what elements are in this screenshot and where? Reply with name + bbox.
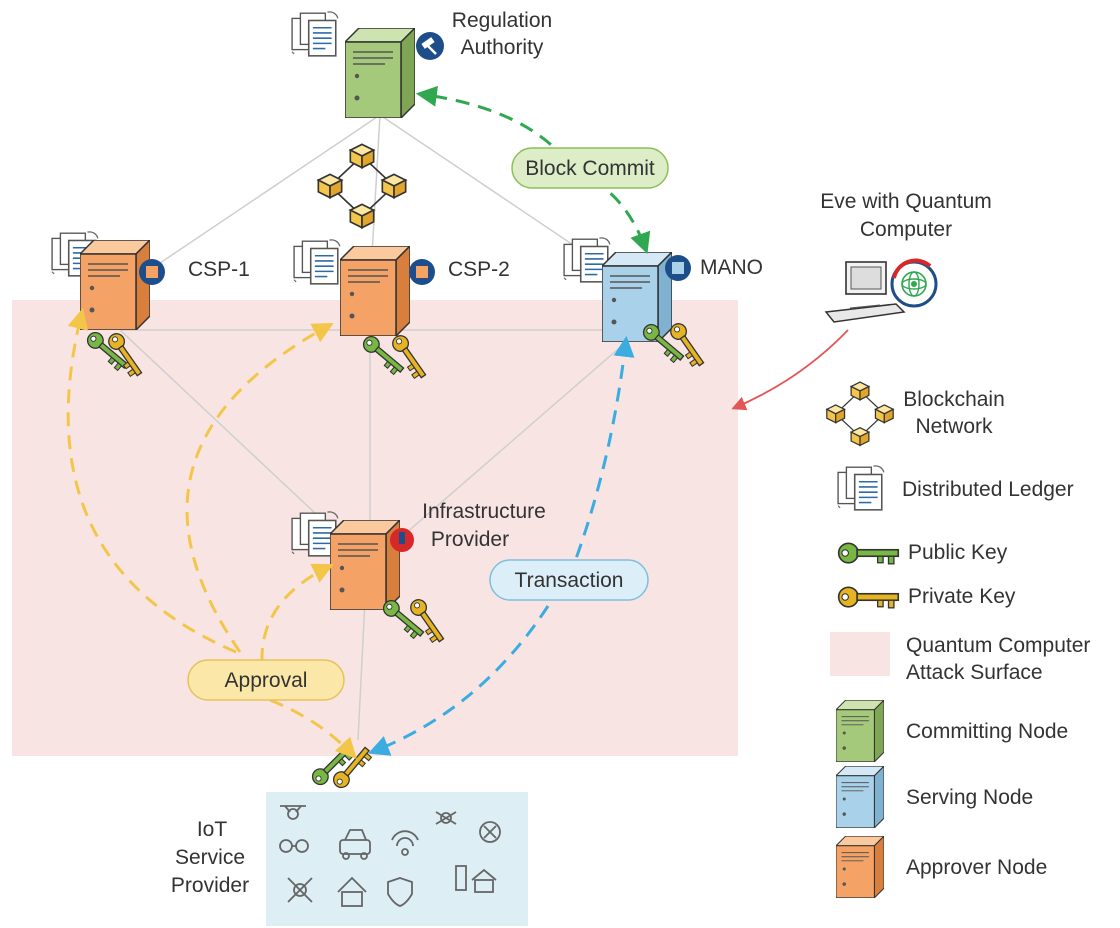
distributed-ledger-icon: [291, 11, 339, 57]
legend-private-key-icon: [837, 586, 900, 609]
infrastructure-provider-label-line1: Infrastructure: [422, 500, 546, 523]
legend-approver-node-label: Approver Node: [906, 856, 1047, 879]
infra-badge-icon: [390, 528, 414, 552]
iot-service-provider-label-line1: IoT: [197, 818, 228, 841]
shield-icon: [387, 877, 413, 907]
eve-quantum-computer-icon: [824, 258, 938, 323]
regulation-authority-label-line2: Authority: [461, 36, 544, 59]
approval-text: Approval: [225, 669, 308, 692]
iot-service-provider-label-line3: Provider: [171, 874, 249, 897]
legend-distributed-ledger-icon: [837, 465, 885, 511]
mano-badge-icon: [665, 255, 691, 281]
legend-approver-node-icon: [836, 836, 884, 898]
distributed-ledger-icon: [293, 239, 341, 285]
approval-label: Approval: [187, 659, 345, 701]
legend-private-key-label: Private Key: [908, 585, 1016, 608]
brain-icon: [479, 821, 501, 843]
iot-service-provider-label-line2: Service: [175, 846, 245, 869]
approval-arrow-to-iot: [269, 698, 357, 760]
car-icon: [339, 829, 371, 860]
legend-committing-node-icon: [836, 700, 884, 762]
sensor-icon: [435, 811, 457, 825]
legend-public-key-label: Public Key: [908, 541, 1008, 564]
legend-attack-surface-line1: Quantum Computer: [906, 634, 1090, 657]
approval-arrow-to-infra: [260, 563, 334, 663]
approval-arrow-to-csp2: [185, 322, 334, 653]
legend-blockchain-network-icon: [827, 382, 893, 445]
regulation-authority-server: [345, 28, 415, 118]
block-commit-text: Block Commit: [525, 157, 655, 180]
quantum-attack-arrow: [731, 329, 849, 411]
legend-attack-surface-swatch: [830, 632, 890, 676]
drone-icon: [280, 805, 306, 820]
approval-arrow-to-csp1: [66, 307, 237, 654]
eve-label-line2: Computer: [860, 218, 952, 241]
block-commit-arrow-to-mano: [591, 178, 651, 254]
csp1-server: [80, 240, 150, 330]
glasses-icon: [279, 839, 309, 853]
legend-blockchain-network-line1: Blockchain: [903, 388, 1005, 411]
gavel-icon: [416, 32, 444, 60]
eve-label-line1: Eve with Quantum: [820, 190, 992, 213]
mano-server: [602, 252, 672, 342]
infrastructure-provider-label-line2: Provider: [431, 528, 509, 551]
mano-label: MANO: [700, 256, 763, 279]
block-commit-label: Block Commit: [511, 147, 669, 189]
legend-serving-node-icon: [836, 766, 884, 828]
blockchain-network-icon: [318, 144, 405, 227]
csp1-label: CSP-1: [188, 258, 250, 281]
legend-public-key-icon: [837, 542, 900, 565]
legend-committing-node-label: Committing Node: [906, 720, 1068, 743]
network-node-icon: [287, 877, 313, 903]
transaction-label: Transaction: [489, 559, 649, 601]
csp2-server: [340, 246, 410, 336]
csp1-badge-icon: [139, 259, 165, 285]
iot-device-panel: [266, 792, 528, 926]
csp2-label: CSP-2: [448, 258, 510, 281]
transaction-arrow-to-iot: [368, 605, 550, 756]
legend: Blockchain Network Distributed Ledger Pu…: [827, 382, 1090, 898]
home-icon: [337, 876, 367, 907]
smart-building-icon: [455, 865, 497, 893]
legend-serving-node-label: Serving Node: [906, 786, 1033, 809]
legend-blockchain-network-line2: Network: [915, 415, 993, 438]
infrastructure-provider-server: [330, 520, 400, 610]
wifi-icon: [391, 830, 419, 856]
legend-attack-surface-line2: Attack Surface: [906, 661, 1043, 684]
transaction-text: Transaction: [515, 569, 624, 592]
iot-device-icons: [279, 805, 501, 907]
legend-distributed-ledger-label: Distributed Ledger: [902, 478, 1074, 501]
regulation-authority-label-line1: Regulation: [452, 9, 552, 32]
csp2-badge-icon: [409, 259, 435, 285]
